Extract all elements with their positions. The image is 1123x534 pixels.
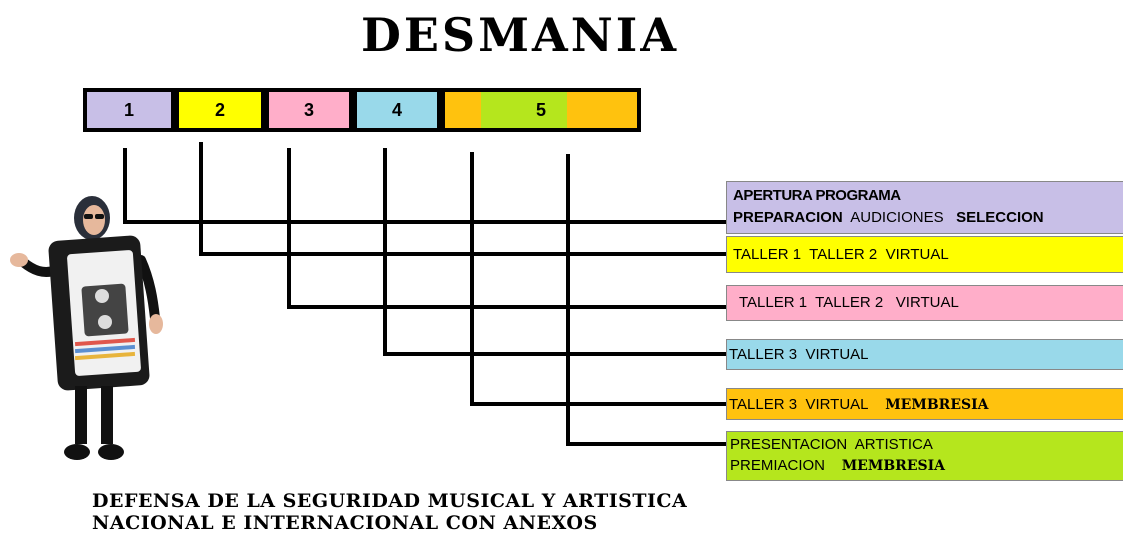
activity-6-presentacion: PRESENTACION — [730, 436, 848, 453]
phase-5-segment-left — [445, 92, 481, 128]
activity-4-virtual: VIRTUAL — [805, 346, 869, 363]
connector-5b-horizontal — [566, 442, 726, 446]
activity-6-artistica: ARTISTICA — [854, 436, 933, 453]
page-title: DESMANIA — [360, 8, 680, 62]
activity-5-line-1: TALLER 3 VIRTUAL MEMBRESIA — [729, 394, 1123, 416]
phase-4-box: 4 — [353, 88, 441, 132]
connector-2-vertical — [199, 142, 203, 256]
activity-3-virtual: VIRTUAL — [895, 294, 959, 311]
connector-4-horizontal — [383, 352, 726, 356]
activity-box-6: PRESENTACION ARTISTICA PREMIACION MEMBRE… — [726, 431, 1123, 481]
activity-6-membresia: MEMBRESIA — [841, 458, 946, 474]
activity-2-line-1: TALLER 1 TALLER 2 VIRTUAL — [733, 244, 1123, 266]
activity-1-line-1: APERTURA PROGRAMA — [733, 185, 1123, 207]
activity-1-seleccion: SELECCION — [956, 209, 1044, 226]
activity-5-membresia: MEMBRESIA — [885, 397, 989, 413]
phase-4-label: 4 — [391, 99, 402, 120]
connector-1-horizontal — [123, 220, 726, 224]
connector-3-horizontal — [287, 305, 726, 309]
activity-box-3: TALLER 1 TALLER 2 VIRTUAL — [726, 285, 1123, 321]
activity-box-5: TALLER 3 VIRTUAL MEMBRESIA — [726, 388, 1123, 420]
footer-caption: DEFENSA DE LA SEGURIDAD MUSICAL Y ARTIST… — [92, 490, 687, 534]
activity-4-taller-3: TALLER 3 — [729, 346, 798, 363]
activity-box-4: TALLER 3 VIRTUAL — [726, 339, 1123, 370]
phase-3-box: 3 — [265, 88, 353, 132]
phase-2-label: 2 — [214, 99, 225, 120]
phase-3-label: 3 — [303, 99, 314, 120]
connector-5a-vertical — [470, 152, 474, 406]
activity-6-line-2: PREMIACION MEMBRESIA — [730, 455, 1123, 477]
activity-box-1: APERTURA PROGRAMA PREPARACION AUDICIONES… — [726, 181, 1123, 234]
activity-3-line-1: TALLER 1 TALLER 2 VIRTUAL — [739, 292, 1123, 314]
connector-3-vertical — [287, 148, 291, 309]
activity-6-premiacion: PREMIACION — [730, 457, 826, 474]
connector-2-horizontal — [199, 252, 726, 256]
connector-4-vertical — [383, 148, 387, 356]
phase-1-label: 1 — [123, 99, 134, 120]
activity-2-taller-1: TALLER 1 — [733, 246, 802, 263]
activity-4-line-1: TALLER 3 VIRTUAL — [729, 344, 1123, 366]
activity-2-taller-2: TALLER 2 — [809, 246, 878, 263]
activity-1-line-2: PREPARACION AUDICIONES SELECCION — [733, 207, 1123, 229]
connector-5b-vertical — [566, 154, 570, 446]
activity-2-virtual: VIRTUAL — [885, 246, 949, 263]
phase-2-box: 2 — [175, 88, 265, 132]
phase-5-segment-right — [567, 92, 637, 128]
phase-5-label: 5 — [535, 99, 546, 120]
activity-5-taller-3: TALLER 3 — [729, 396, 798, 413]
connector-5a-horizontal — [470, 402, 726, 406]
activity-box-2: TALLER 1 TALLER 2 VIRTUAL — [726, 236, 1123, 273]
activity-3-taller-1: TALLER 1 — [739, 294, 808, 311]
activity-1-preparacion: PREPARACION — [733, 209, 843, 226]
phase-1-box: 1 — [83, 88, 175, 132]
phase-5-segment-middle — [481, 92, 567, 128]
phase-5-background — [445, 92, 637, 128]
activity-1-audiciones: AUDICIONES — [850, 209, 944, 226]
activity-3-taller-2: TALLER 2 — [815, 294, 884, 311]
person-cassette-costume-image — [10, 196, 163, 460]
phase-5-box: 5 — [441, 88, 641, 132]
activity-5-virtual: VIRTUAL — [805, 396, 869, 413]
connector-1-vertical — [123, 148, 127, 224]
activity-6-line-1: PRESENTACION ARTISTICA — [730, 435, 1123, 455]
footer-line-1: DEFENSA DE LA SEGURIDAD MUSICAL Y ARTIST… — [92, 490, 688, 512]
activity-1-apertura: APERTURA PROGRAMA — [733, 187, 901, 204]
footer-line-2: NACIONAL E INTERNACIONAL CON ANEXOS — [92, 512, 598, 534]
